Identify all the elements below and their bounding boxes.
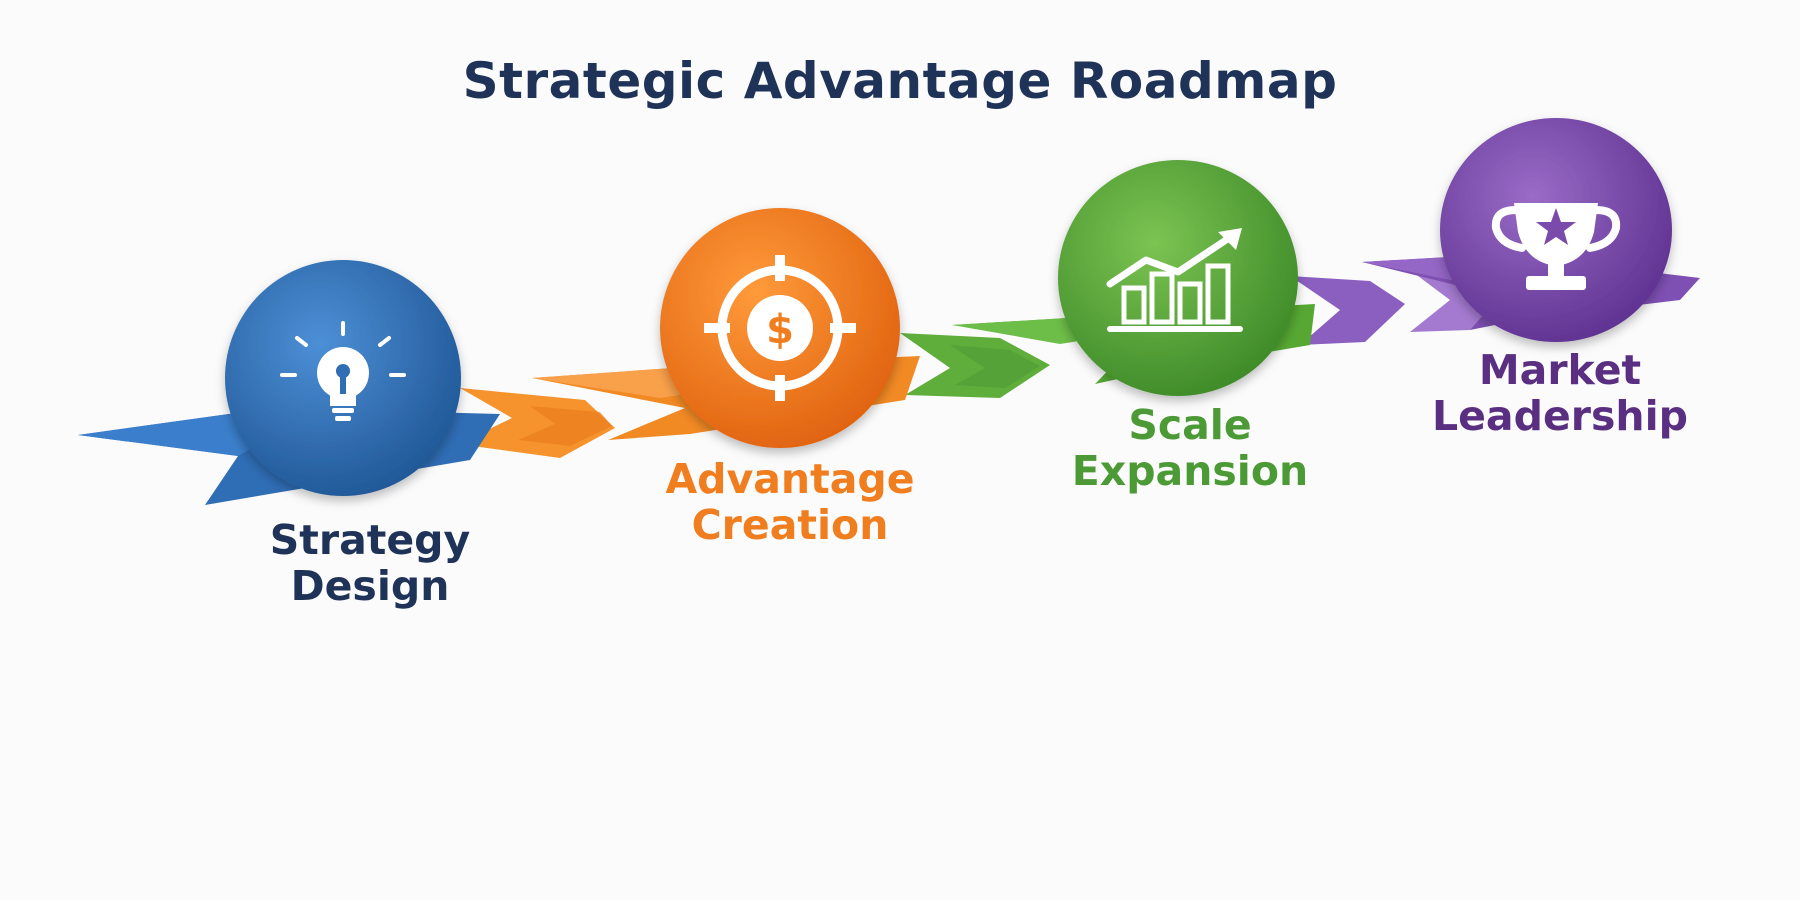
diagram-title: Strategic Advantage Roadmap [462,52,1338,110]
step-1-label: Strategy Design [170,517,570,609]
svg-text:$: $ [766,307,794,353]
step-3-label-line2: Expansion [1071,447,1309,495]
step-2-label-line2: Creation [691,501,889,549]
step-4-label-line2: Leadership [1432,392,1688,440]
step-2-label-line1: Advantage [665,455,915,503]
dollar-target-icon: $ [704,255,856,401]
connector-2 [900,333,1050,398]
connector-1 [458,388,615,458]
step-4-label: Market Leadership [1350,347,1770,439]
step-1-label-line2: Design [290,562,450,610]
step-1-label-line1: Strategy [269,516,471,564]
step-3-badge [1058,160,1298,396]
step-2-label: Advantage Creation [590,456,990,548]
growth-chart-icon [1106,228,1243,332]
step-4-label-line1: Market [1478,346,1642,394]
lightbulb-icon [280,321,406,421]
step-3-label: Scale Expansion [990,402,1390,494]
trophy-icon [1491,203,1621,290]
step-3-label-line1: Scale [1128,401,1252,449]
